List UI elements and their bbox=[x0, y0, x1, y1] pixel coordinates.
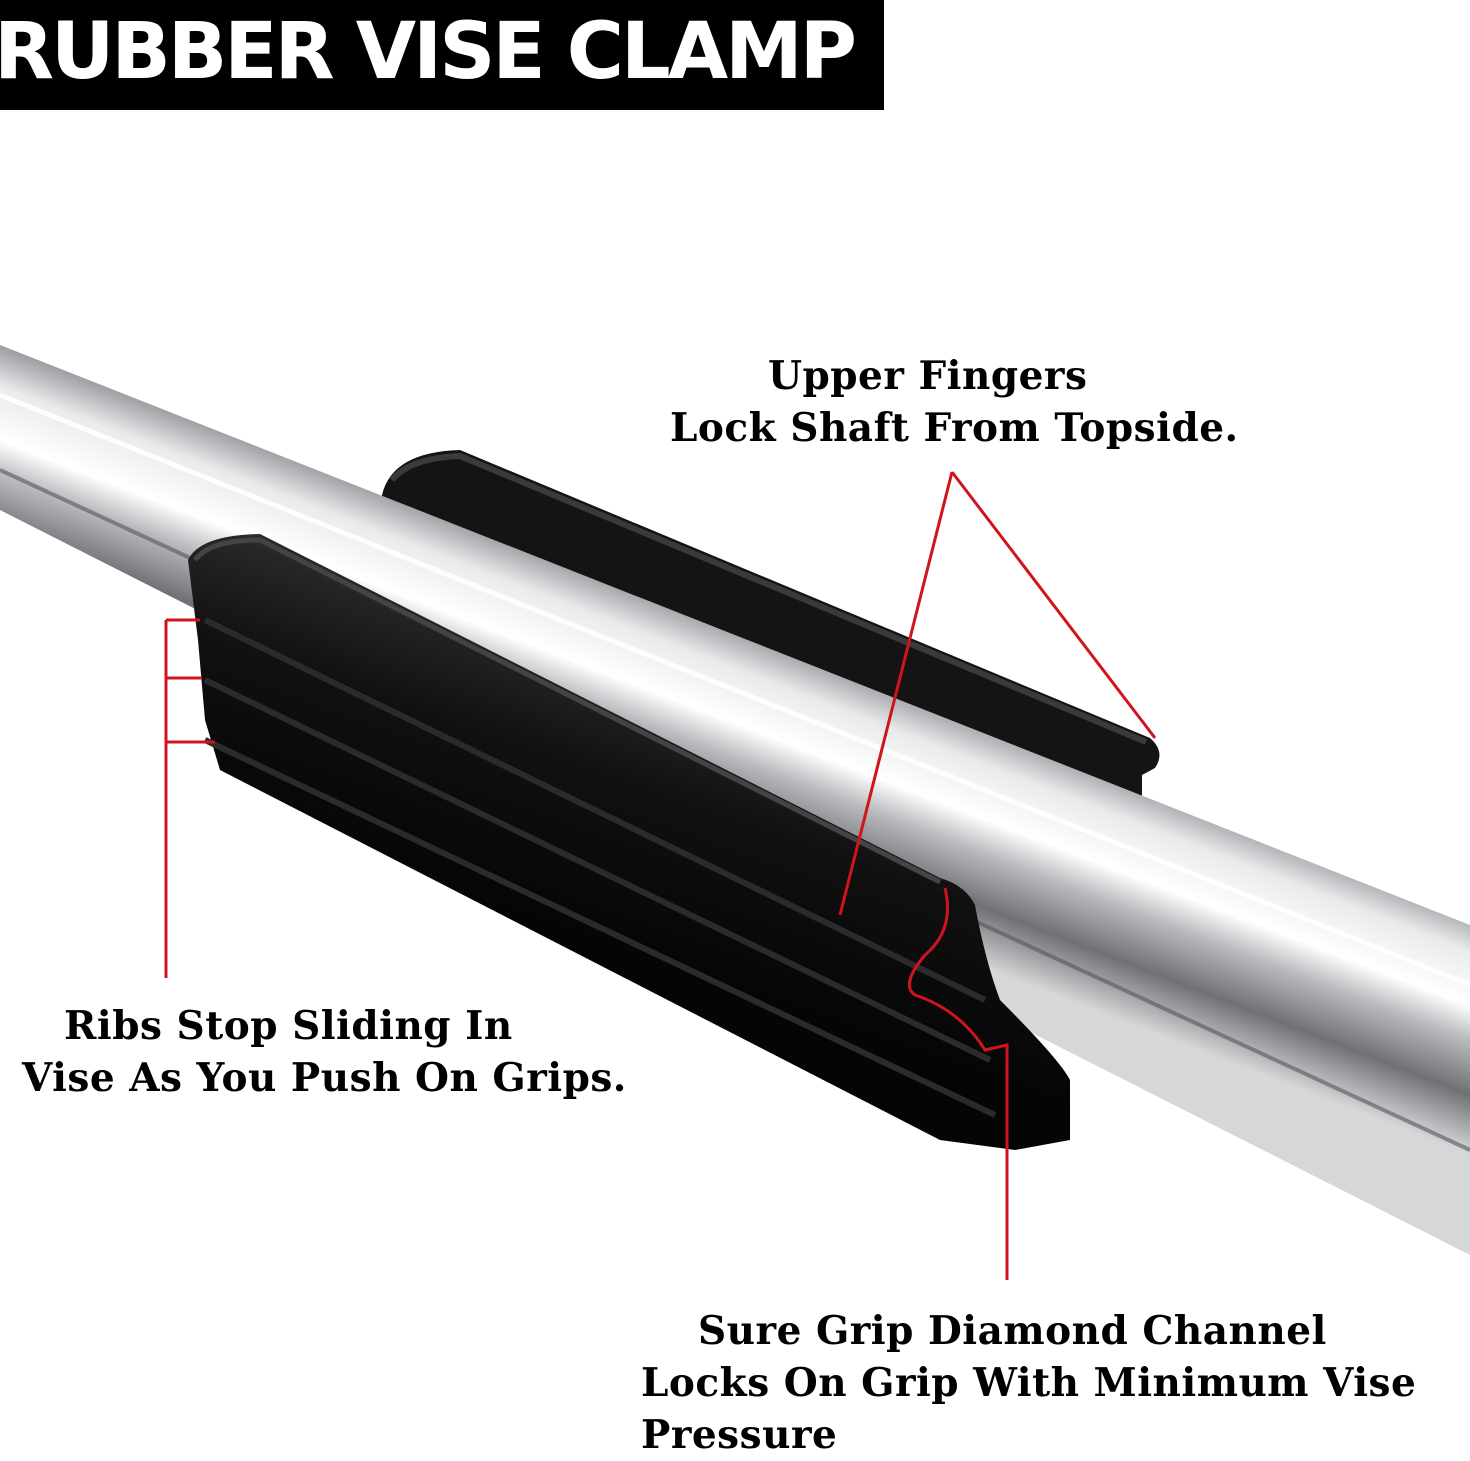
page-title: RUBBER VISE CLAMP bbox=[0, 7, 857, 97]
grip-line1: Sure Grip Diamond Channel bbox=[698, 1308, 1327, 1354]
upper-fingers-line2: Lock Shaft From Topside. bbox=[670, 405, 1239, 451]
front-clamp-half bbox=[188, 534, 1070, 1150]
ribs-callout: Ribs Stop Sliding In Vise As You Push On… bbox=[22, 1000, 627, 1104]
callout-lines bbox=[164, 471, 1157, 1280]
ribs-line1: Ribs Stop Sliding In bbox=[64, 1003, 513, 1049]
upper-fingers-line1: Upper Fingers bbox=[768, 353, 1088, 399]
diamond-channel-line bbox=[907, 887, 1009, 1280]
grip-line3: Pressure bbox=[641, 1412, 838, 1458]
upper-fingers-line-right bbox=[950, 471, 1157, 739]
upper-fingers-callout: Upper Fingers Lock Shaft From Topside. bbox=[670, 350, 1239, 454]
title-banner: RUBBER VISE CLAMP bbox=[0, 0, 884, 110]
grip-line2: Locks On Grip With Minimum Vise bbox=[641, 1360, 1417, 1406]
diamond-channel-callout: Sure Grip Diamond Channel Locks On Grip … bbox=[641, 1305, 1416, 1461]
ribs-line2: Vise As You Push On Grips. bbox=[22, 1055, 627, 1101]
upper-fingers-line-left bbox=[838, 471, 954, 916]
